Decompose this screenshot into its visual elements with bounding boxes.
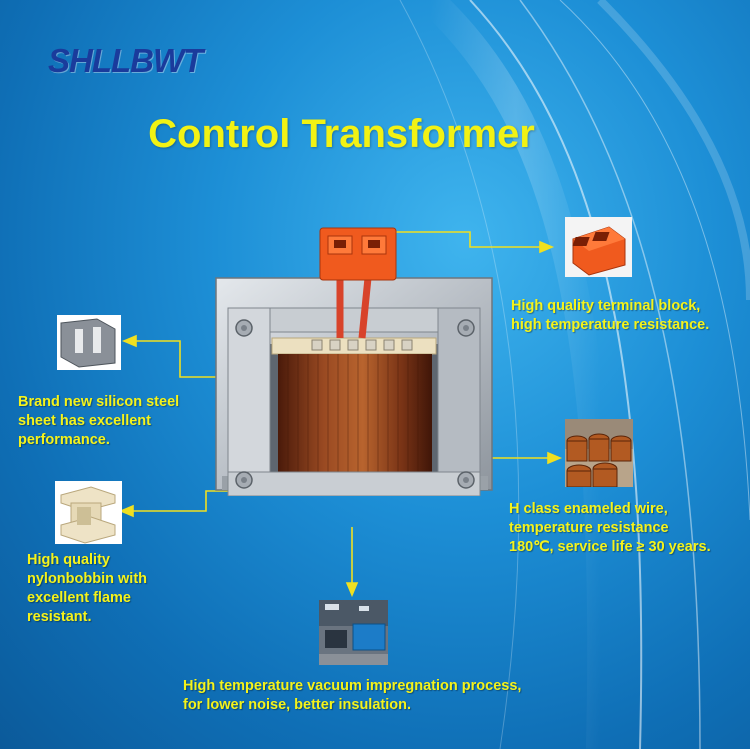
caption-line: temperature resistance <box>509 520 669 536</box>
caption-line: High quality terminal block, <box>511 298 701 314</box>
caption-line: sheet has excellent <box>18 413 151 429</box>
nylon-bobbin-thumbnail <box>55 481 122 544</box>
enameled-wire-thumbnail <box>565 419 633 487</box>
caption-line: performance. <box>18 432 110 448</box>
page-title: Control Transformer <box>148 112 535 156</box>
caption-line: Brand new silicon steel <box>18 394 180 410</box>
nylon-bobbin-caption: High quality nylonbobbin with excellent … <box>27 551 187 627</box>
caption-line: 180℃, service life ≥ 30 years. <box>509 539 711 555</box>
enameled-wire-caption: H class enameled wire, temperature resis… <box>509 500 749 557</box>
caption-line: high temperature resistance. <box>511 317 710 333</box>
vacuum-process-caption: High temperature vacuum impregnation pro… <box>183 677 603 715</box>
caption-line: excellent flame <box>27 590 131 606</box>
silicon-steel-thumbnail <box>57 315 121 370</box>
caption-line: High temperature vacuum impregnation pro… <box>183 678 522 694</box>
terminal-block-thumbnail <box>565 217 632 277</box>
caption-line: resistant. <box>27 609 92 625</box>
silicon-steel-caption: Brand new silicon steel sheet has excell… <box>18 393 218 450</box>
terminal-block-caption: High quality terminal block, high temper… <box>511 297 746 335</box>
caption-line: H class enameled wire, <box>509 501 668 517</box>
caption-line: for lower noise, better insulation. <box>183 697 411 713</box>
transformer-image <box>215 227 493 496</box>
brand-logo: SHLLBWT <box>48 42 203 79</box>
caption-line: High quality <box>27 552 110 568</box>
vacuum-process-thumbnail <box>319 600 388 665</box>
caption-line: nylonbobbin with <box>27 571 148 587</box>
